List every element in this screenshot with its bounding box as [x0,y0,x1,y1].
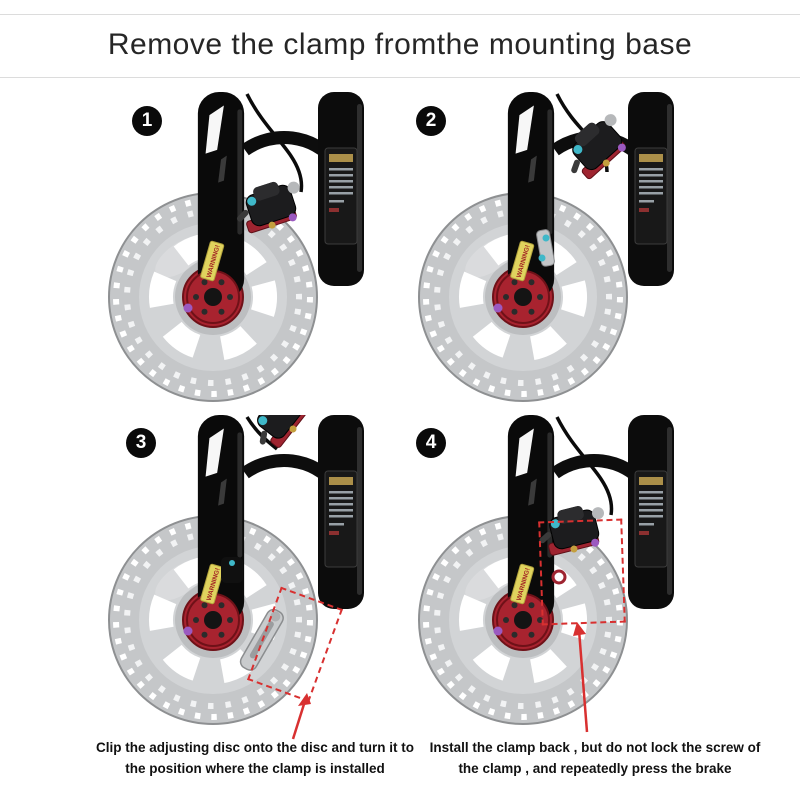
wheel-hub [183,270,240,324]
adjusting-disc [239,608,284,671]
annotation-arrow-step4 [573,622,589,733]
page-title: Remove the clamp fromthe mounting base [107,28,693,61]
step-4-photo [405,415,700,730]
step-3-caption: Clip the adjusting disc onto the disc an… [96,740,414,776]
step-number-badge-1: 1 [132,106,162,136]
annotation-arrow-step3 [291,693,311,740]
step-2-photo [405,92,700,407]
step-1-photo [95,92,390,407]
step-number-badge-2: 2 [416,106,446,136]
loose-clamp-screw [551,569,567,585]
mounting-base [536,229,555,267]
step-number-badge-3: 3 [126,428,156,458]
step-number-badge-4: 4 [416,428,446,458]
title-band: Remove the clamp fromthe mounting base [0,14,800,78]
brake-hose [555,416,614,516]
brake-hose [245,93,304,193]
highlight-box-clamp [538,518,626,626]
step-4-caption: Install the clamp back , but do not lock… [429,740,761,776]
clamp-on-base [221,557,243,583]
wheel-hub [183,593,240,647]
step-3-photo [95,373,390,730]
